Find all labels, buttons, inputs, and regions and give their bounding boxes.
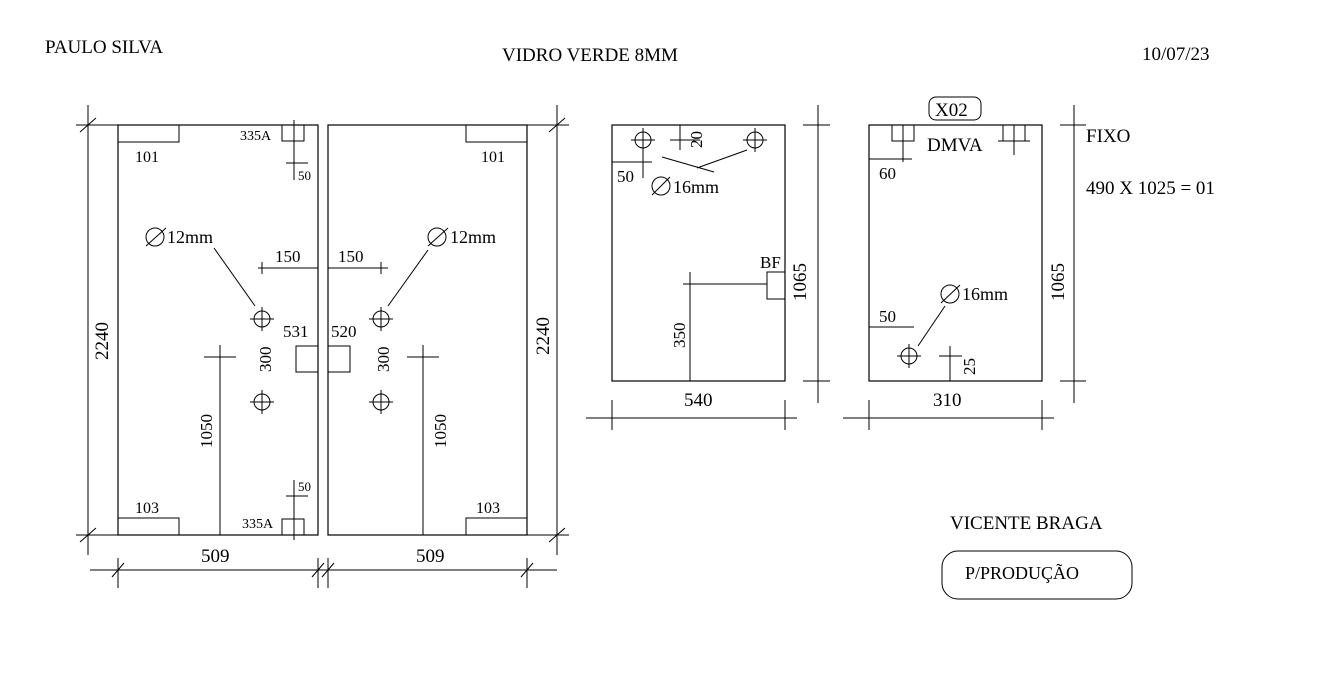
hole-right-bottom — [369, 390, 393, 414]
width-right: 509 — [416, 546, 445, 567]
hole-diameter-mid: 16mm — [673, 177, 719, 197]
handle-spacing-left: 300 — [256, 347, 275, 373]
hole-left-bottom — [250, 390, 274, 414]
stamp-label: P/PRODUÇÃO — [965, 562, 1079, 583]
width-fixed: 310 — [933, 390, 962, 411]
handle-offset-right: 150 — [338, 247, 364, 266]
hole-mid-left — [631, 128, 655, 152]
hinge-top-left — [118, 125, 180, 143]
bf-block — [766, 271, 786, 300]
handle-offset-left: 150 — [275, 247, 301, 266]
hole-diameter-right: 12mm — [450, 227, 496, 247]
lock-bottom — [281, 518, 305, 536]
height-fixed: 1065 — [1048, 263, 1069, 301]
client-name: PAULO SILVA — [45, 37, 163, 58]
handle-left — [295, 345, 319, 373]
hole-right-top — [369, 307, 393, 331]
width-left: 509 — [201, 546, 230, 567]
hinge-top-left-label: 101 — [135, 149, 159, 166]
hole-mid-right — [743, 128, 767, 152]
handle-spacing-right: 300 — [374, 347, 393, 373]
offset-top-left: 50 — [298, 168, 311, 183]
lock-top — [281, 124, 305, 142]
bf-label: BF — [760, 253, 781, 272]
panel-fixed: X02 60 DMVA 16mm 50 25 1065 310 FIXO — [843, 96, 1215, 430]
signature: VICENTE BRAGA — [950, 513, 1103, 534]
panel-right-outline — [327, 124, 528, 536]
hinge-bottom-right — [465, 517, 527, 535]
panel-spec: 490 X 1025 = 01 — [1086, 178, 1215, 199]
hole-diameter-left: 12mm — [167, 227, 213, 247]
offset-top-mid: 20 — [687, 131, 706, 148]
lock-top-label: 335A — [240, 129, 272, 144]
stamp-box — [941, 550, 1133, 600]
hole-fixed — [897, 344, 921, 368]
panel-mid: 20 50 16mm BF 350 1065 540 — [586, 105, 830, 430]
lock-bottom-label: 335A — [242, 517, 274, 532]
hinge-top-right — [465, 125, 527, 143]
handle-height-right: 1050 — [431, 414, 450, 448]
panel-tag: X02 — [935, 100, 968, 121]
handle-code-right: 520 — [331, 322, 357, 341]
panel-type: FIXO — [1086, 126, 1130, 147]
panel-right: 101 103 12mm 150 300 1050 520 2240 — [321, 105, 569, 588]
offset-bottom-fixed: 25 — [960, 358, 979, 375]
height-left: 2240 — [92, 322, 113, 360]
drawing-date: 10/07/23 — [1142, 44, 1210, 65]
panel-fixed-outline — [868, 124, 1043, 382]
panel-left-outline — [117, 124, 319, 536]
handle-right — [327, 345, 351, 373]
leader-right — [387, 249, 429, 307]
panel-left: 101 103 335A 50 335A 50 12mm 150 300 — [76, 105, 325, 588]
bf-height: 350 — [670, 323, 689, 349]
hole-left-top — [250, 307, 274, 331]
height-right: 2240 — [533, 317, 554, 355]
hinge-bottom-left — [118, 517, 180, 535]
hinge-top-right-label: 101 — [481, 149, 505, 166]
panel-code: DMVA — [927, 135, 983, 156]
panel-mid-outline — [611, 124, 786, 382]
handle-code-left: 531 — [283, 322, 309, 341]
offset-side-mid: 50 — [617, 167, 634, 186]
offset-bottom-left: 50 — [298, 479, 311, 494]
drawing-title: VIDRO VERDE 8MM — [502, 45, 678, 66]
hole-diameter-fixed: 16mm — [962, 284, 1008, 304]
hinge-bottom-left-label: 103 — [135, 500, 159, 517]
hinge-bottom-right-label: 103 — [476, 500, 500, 517]
handle-height-left: 1050 — [197, 414, 216, 448]
leader-left — [213, 247, 256, 307]
width-mid: 540 — [684, 390, 713, 411]
offset-side-fixed: 50 — [879, 307, 896, 326]
tag-box — [928, 96, 982, 121]
offset-top-fixed: 60 — [879, 164, 896, 183]
height-mid: 1065 — [790, 263, 811, 301]
